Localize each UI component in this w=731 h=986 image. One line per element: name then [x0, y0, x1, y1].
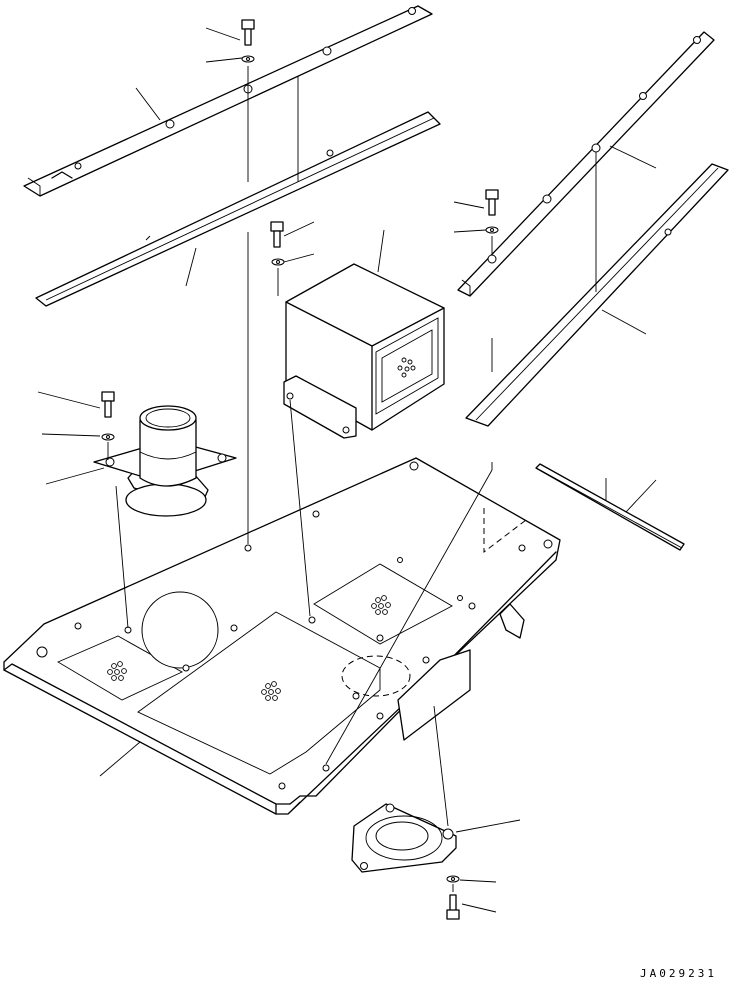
drawing-code-label: JA029231 — [640, 967, 717, 980]
bolt-bottom — [446, 875, 460, 920]
seal-strip — [535, 463, 685, 551]
left-upper-rail — [23, 5, 433, 197]
bottom-flange — [351, 803, 457, 873]
floor-plate — [3, 457, 561, 815]
duct-flange — [93, 405, 237, 517]
assembly-lines — [107, 66, 607, 892]
vent-holes — [397, 357, 416, 378]
right-upper-rail — [457, 31, 715, 297]
right-lower-rail — [465, 163, 729, 427]
bolt-center — [270, 221, 285, 266]
cover-box — [283, 263, 445, 439]
bolt-left — [101, 391, 115, 441]
left-lower-rail — [35, 111, 441, 307]
bolt-right — [485, 189, 499, 234]
leader-lines — [37, 27, 657, 913]
plate-vents — [107, 595, 391, 701]
bolt-top-left — [241, 19, 255, 63]
